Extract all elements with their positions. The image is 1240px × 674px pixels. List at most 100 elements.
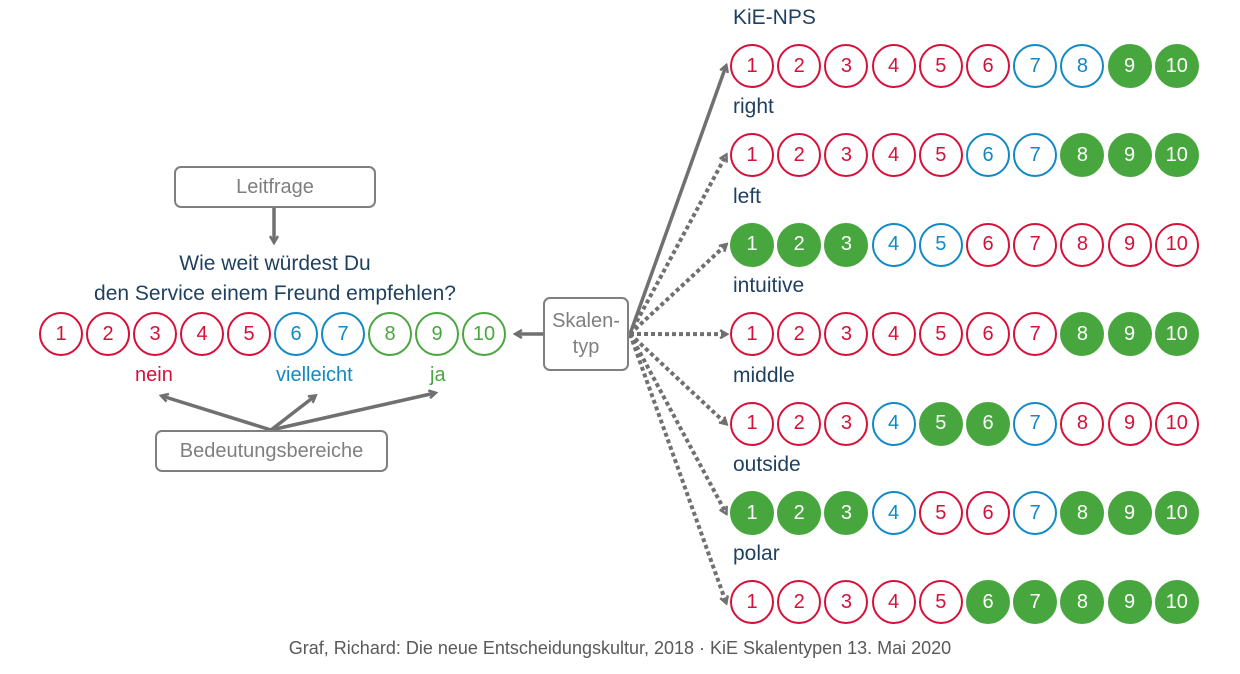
- scale-kie-nps-circle-1: 1: [730, 44, 774, 88]
- scale-intuitive-circle-2: 2: [777, 312, 822, 357]
- scale-polar-circle-5: 5: [918, 580, 963, 625]
- scale-left-circle-3: 3: [824, 222, 869, 267]
- base-scale-circle-5: 5: [227, 312, 271, 356]
- scale-polar-circle-3: 3: [824, 580, 869, 625]
- meaning-nein: nein: [135, 364, 173, 386]
- scale-type-label-polar: polar: [733, 542, 780, 566]
- scale-outside-circle-3: 3: [824, 491, 869, 535]
- scale-left-circle-10: 10: [1154, 222, 1199, 267]
- base-scale-circle-10: 10: [462, 312, 506, 356]
- scale-outside-circle-9: 9: [1107, 491, 1152, 535]
- base-scale-circle-1: 1: [39, 312, 83, 356]
- scale-right-circle-5: 5: [918, 133, 963, 178]
- scale-middle-circle-5: 5: [918, 401, 963, 446]
- scale-left-circle-6: 6: [966, 222, 1010, 267]
- scale-right-circle-9: 9: [1107, 133, 1152, 178]
- scale-left-circle-1: 1: [730, 222, 774, 267]
- scale-outside-circle-8: 8: [1060, 491, 1105, 535]
- scale-left-circle-7: 7: [1013, 222, 1058, 267]
- arrow-to-kie-nps: [628, 66, 726, 335]
- meaning-vielleicht: vielleicht: [276, 364, 353, 386]
- scale-intuitive-circle-10: 10: [1154, 312, 1199, 357]
- scale-middle-circle-7: 7: [1013, 401, 1058, 446]
- scale-middle-circle-8: 8: [1060, 401, 1105, 446]
- scale-polar-circle-6: 6: [966, 580, 1010, 625]
- base-scale-circle-6: 6: [274, 312, 318, 356]
- meaning-ja: ja: [430, 364, 446, 386]
- scale-right-circle-3: 3: [824, 133, 869, 178]
- scale-middle-circle-2: 2: [777, 401, 822, 446]
- scale-right-circle-7: 7: [1013, 133, 1058, 178]
- bedeutung-to-ja-arrow: [270, 393, 435, 432]
- base-scale-circle-2: 2: [86, 312, 130, 356]
- scale-type-label-right: right: [733, 95, 774, 119]
- arrow-to-left: [628, 245, 726, 336]
- scale-intuitive-circle-6: 6: [966, 312, 1010, 357]
- scale-type-label-outside: outside: [733, 453, 801, 476]
- scale-kie-nps-circle-2: 2: [777, 44, 822, 88]
- scale-intuitive-circle-8: 8: [1060, 312, 1105, 357]
- base-scale-circle-4: 4: [180, 312, 224, 356]
- bedeutungsbereiche-label: Bedeutungsbereiche: [179, 440, 364, 462]
- scale-intuitive-circle-9: 9: [1107, 312, 1152, 357]
- scale-type-label-kie-nps: KiE-NPS: [733, 6, 816, 29]
- skalentyp-label-line-1: Skalen-: [552, 310, 620, 332]
- scale-kie-nps-circle-5: 5: [918, 44, 963, 88]
- base-scale-circle-8: 8: [368, 312, 412, 356]
- scale-right-circle-6: 6: [966, 133, 1010, 178]
- scale-right-circle-2: 2: [777, 133, 822, 178]
- scale-kie-nps-circle-10: 10: [1154, 44, 1199, 88]
- scale-type-label-middle: middle: [733, 363, 795, 387]
- scale-polar-circle-4: 4: [871, 580, 916, 625]
- leitfrage-label: Leitfrage: [236, 176, 314, 198]
- bedeutungsbereiche-box: Bedeutungsbereiche: [155, 430, 388, 472]
- scale-kie-nps-circle-4: 4: [871, 44, 916, 88]
- scale-middle-circle-6: 6: [966, 401, 1010, 446]
- scale-polar-circle-7: 7: [1013, 580, 1058, 625]
- scale-kie-nps-circle-3: 3: [824, 44, 869, 88]
- question-line-2: den Service einem Freund empfehlen?: [94, 282, 456, 305]
- question-line-1: Wie weit würdest Du: [179, 252, 371, 275]
- scale-intuitive-circle-4: 4: [871, 312, 916, 357]
- footer-citation: Graf, Richard: Die neue Entscheidungskul…: [288, 638, 952, 658]
- scale-left-circle-5: 5: [918, 222, 963, 267]
- scale-outside-circle-5: 5: [918, 491, 963, 535]
- scale-right-circle-4: 4: [871, 133, 916, 178]
- bedeutung-to-nein-arrow: [162, 396, 272, 432]
- scale-right-circle-10: 10: [1154, 133, 1199, 178]
- scale-polar-circle-1: 1: [730, 580, 774, 625]
- scale-outside-circle-1: 1: [730, 491, 774, 535]
- leitfrage-box: Leitfrage: [174, 166, 376, 208]
- arrow-to-outside: [628, 333, 726, 513]
- arrow-to-middle: [628, 332, 726, 424]
- scale-kie-nps-circle-8: 8: [1060, 44, 1105, 88]
- skalentyp-label-line-2: typ: [572, 336, 600, 358]
- scale-outside-circle-7: 7: [1013, 491, 1058, 535]
- scale-intuitive-circle-5: 5: [918, 312, 963, 357]
- scale-right-circle-1: 1: [730, 133, 774, 178]
- scale-polar-circle-2: 2: [777, 580, 822, 625]
- arrow-to-right: [628, 155, 726, 335]
- scale-kie-nps-circle-6: 6: [966, 44, 1010, 88]
- scale-middle-circle-1: 1: [730, 401, 774, 446]
- guiding-question: Wie weit würdest Du den Service einem Fr…: [40, 249, 510, 309]
- scale-polar-circle-8: 8: [1060, 580, 1105, 625]
- scale-outside-circle-6: 6: [966, 491, 1010, 535]
- scale-outside-circle-2: 2: [777, 491, 822, 535]
- bedeutung-to-vielleicht-arrow: [269, 396, 315, 432]
- arrow-to-polar: [628, 333, 726, 602]
- base-scale-circle-7: 7: [321, 312, 365, 356]
- scale-kie-nps-circle-7: 7: [1013, 44, 1058, 88]
- scale-right-circle-8: 8: [1060, 133, 1105, 178]
- scale-left-circle-2: 2: [777, 222, 822, 267]
- scale-polar-circle-9: 9: [1107, 580, 1152, 625]
- base-scale-circle-9: 9: [415, 312, 459, 356]
- scale-outside-circle-10: 10: [1154, 491, 1199, 535]
- scale-type-label-intuitive: intuitive: [733, 274, 805, 298]
- scale-middle-circle-9: 9: [1107, 401, 1152, 446]
- scale-intuitive-circle-1: 1: [730, 312, 774, 357]
- scale-type-label-left: left: [733, 184, 762, 208]
- scale-polar-circle-10: 10: [1154, 580, 1199, 625]
